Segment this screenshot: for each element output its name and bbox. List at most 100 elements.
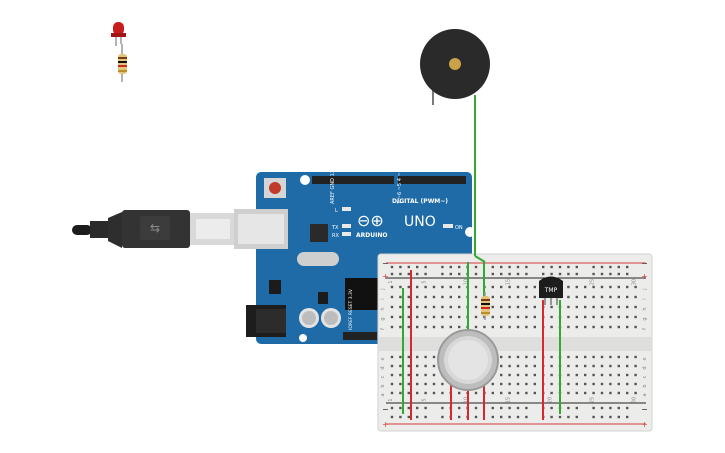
breadboard-hole[interactable] [449,285,452,289]
breadboard-hole[interactable] [407,295,410,299]
breadboard-hole[interactable] [558,272,562,276]
breadboard-hole[interactable] [609,382,612,386]
breadboard-hole[interactable] [508,272,511,276]
breadboard-hole[interactable] [424,355,427,359]
breadboard-hole[interactable] [634,373,637,377]
breadboard-hole[interactable] [441,415,444,419]
breadboard-hole[interactable] [424,272,427,276]
breadboard-hole[interactable] [516,272,520,276]
breadboard-hole[interactable] [474,406,478,410]
breadboard-hole[interactable] [491,325,494,329]
breadboard-hole[interactable] [617,415,620,419]
breadboard-hole[interactable] [399,364,402,368]
breadboard-hole[interactable] [474,285,478,289]
breadboard-hole[interactable] [399,415,402,419]
breadboard-hole[interactable] [424,364,427,368]
breadboard-hole[interactable] [626,315,629,319]
breadboard-hole[interactable] [575,265,578,269]
breadboard-hole[interactable] [441,406,444,410]
breadboard-hole[interactable] [600,272,604,276]
breadboard-hole[interactable] [592,391,595,395]
breadboard-hole[interactable] [458,285,461,289]
breadboard-hole[interactable] [533,382,536,386]
breadboard-hole[interactable] [600,364,604,368]
breadboard-hole[interactable] [474,305,478,309]
breadboard-hole[interactable] [617,305,620,309]
breadboard-hole[interactable] [600,373,604,377]
breadboard-hole[interactable] [500,415,503,419]
breadboard-hole[interactable] [500,406,503,410]
breadboard-hole[interactable] [550,364,553,368]
breadboard-hole[interactable] [407,325,410,329]
breadboard-hole[interactable] [449,272,452,276]
breadboard-hole[interactable] [399,265,402,269]
breadboard-hole[interactable] [508,382,511,386]
breadboard-hole[interactable] [516,373,520,377]
breadboard-hole[interactable] [441,325,444,329]
breadboard-hole[interactable] [525,265,528,269]
breadboard-hole[interactable] [550,325,553,329]
breadboard-hole[interactable] [533,305,536,309]
breadboard-hole[interactable] [634,364,637,368]
breadboard-hole[interactable] [432,355,436,359]
breadboard-hole[interactable] [575,272,578,276]
breadboard-hole[interactable] [508,325,511,329]
breadboard-hole[interactable] [617,382,620,386]
breadboard-hole[interactable] [508,364,511,368]
breadboard-hole[interactable] [525,272,528,276]
breadboard-hole[interactable] [500,315,503,319]
breadboard-hole[interactable] [424,295,427,299]
breadboard-hole[interactable] [491,265,494,269]
breadboard-hole[interactable] [600,406,604,410]
breadboard-hole[interactable] [508,391,511,395]
breadboard-hole[interactable] [609,315,612,319]
breadboard-hole[interactable] [533,373,536,377]
breadboard-hole[interactable] [592,305,595,309]
breadboard-hole[interactable] [550,406,553,410]
breadboard-hole[interactable] [491,272,494,276]
breadboard-hole[interactable] [525,382,528,386]
breadboard-hole[interactable] [432,285,436,289]
breadboard-hole[interactable] [441,272,444,276]
breadboard-hole[interactable] [626,382,629,386]
breadboard-hole[interactable] [458,325,461,329]
breadboard-hole[interactable] [575,364,578,368]
breadboard-hole[interactable] [399,382,402,386]
breadboard-hole[interactable] [474,391,478,395]
breadboard-hole[interactable] [550,315,553,319]
breadboard-hole[interactable] [567,305,570,309]
breadboard-hole[interactable] [533,391,536,395]
breadboard-hole[interactable] [432,305,436,309]
breadboard-hole[interactable] [441,285,444,289]
breadboard-hole[interactable] [567,315,570,319]
breadboard-hole[interactable] [474,272,478,276]
breadboard-hole[interactable] [416,315,419,319]
breadboard-hole[interactable] [390,373,394,377]
breadboard-hole[interactable] [609,265,612,269]
breadboard-resistor[interactable] [481,292,490,320]
breadboard-hole[interactable] [617,265,620,269]
breadboard-hole[interactable] [491,415,494,419]
breadboard-hole[interactable] [617,391,620,395]
breadboard-hole[interactable] [626,391,629,395]
breadboard-hole[interactable] [567,272,570,276]
breadboard-hole[interactable] [416,415,419,419]
breadboard-hole[interactable] [516,406,520,410]
breadboard-hole[interactable] [390,406,394,410]
breadboard-hole[interactable] [390,325,394,329]
breadboard-hole[interactable] [533,325,536,329]
breadboard-hole[interactable] [626,265,629,269]
breadboard-hole[interactable] [500,265,503,269]
breadboard-hole[interactable] [533,295,536,299]
breadboard-hole[interactable] [449,325,452,329]
breadboard-hole[interactable] [634,391,637,395]
breadboard-hole[interactable] [634,315,637,319]
breadboard-hole[interactable] [516,325,520,329]
breadboard-hole[interactable] [592,315,595,319]
breadboard-hole[interactable] [592,382,595,386]
breadboard-hole[interactable] [390,364,394,368]
breadboard-hole[interactable] [508,305,511,309]
breadboard-hole[interactable] [516,315,520,319]
breadboard-hole[interactable] [567,364,570,368]
led-component[interactable] [111,22,126,46]
